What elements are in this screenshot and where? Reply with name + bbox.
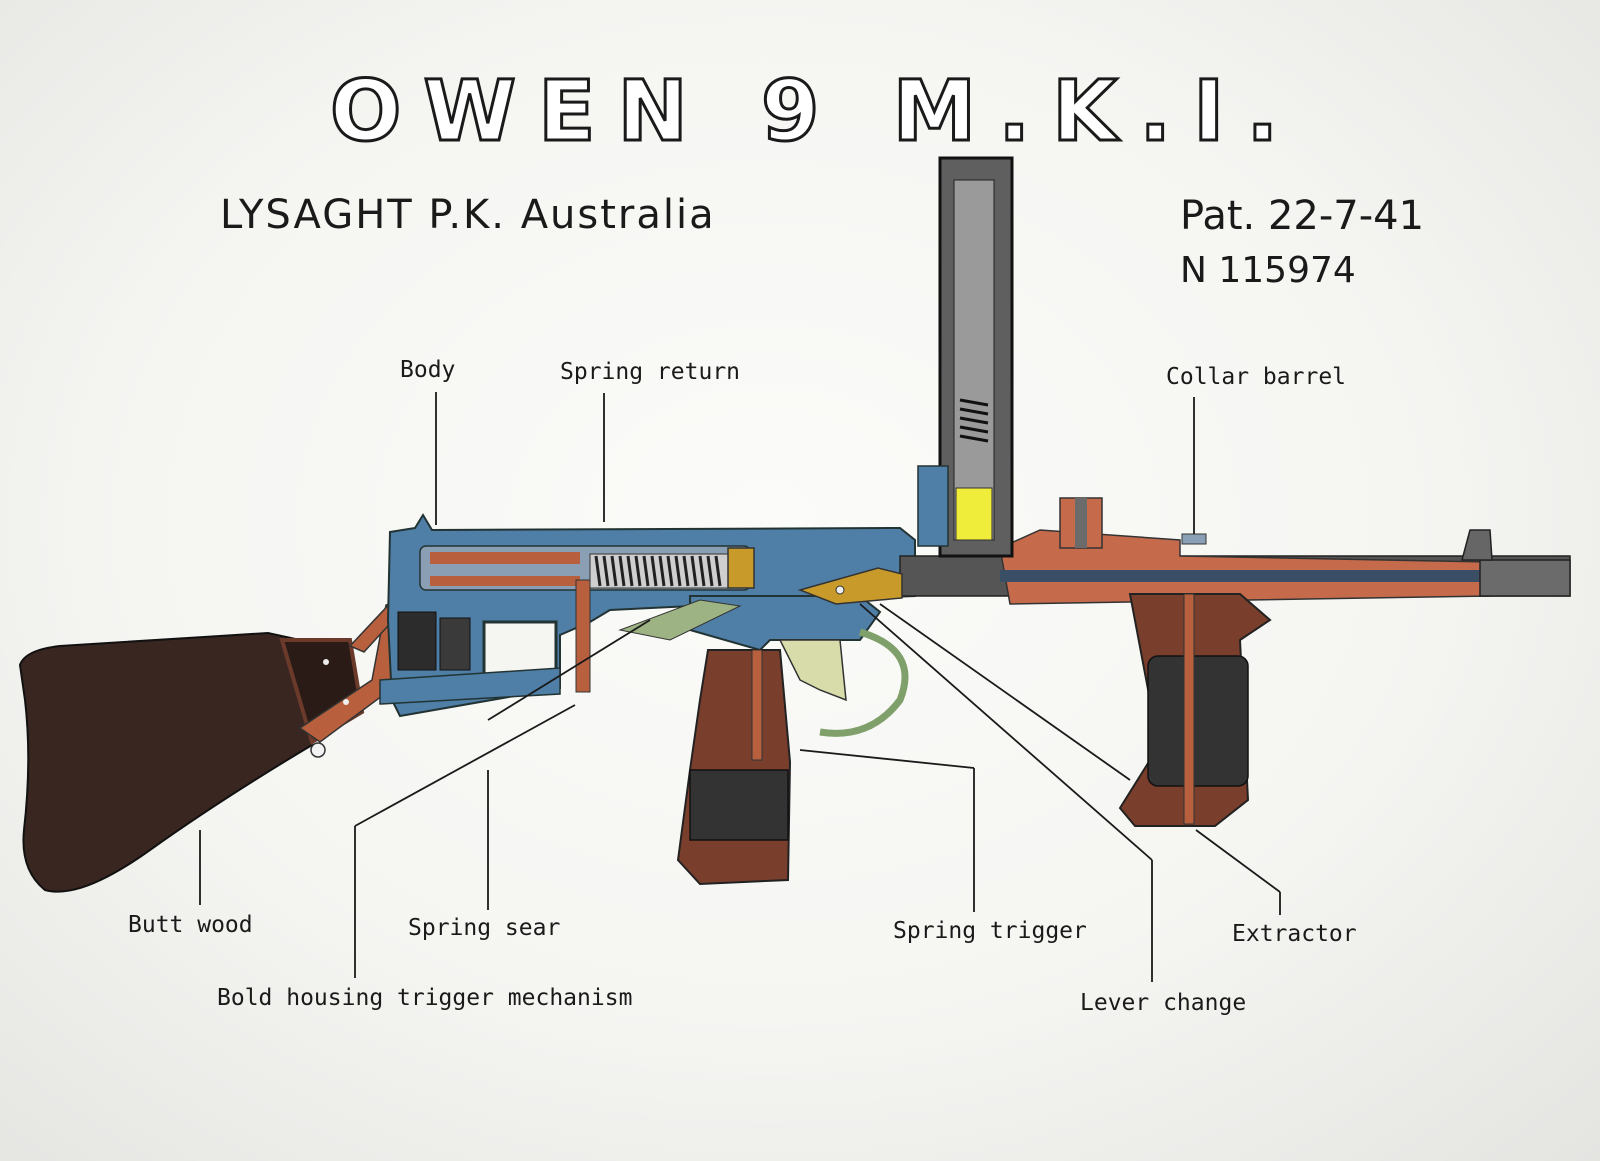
fore-grip-bolt xyxy=(1183,593,1195,825)
spring-coil xyxy=(698,555,706,587)
label-spring-return: Spring return xyxy=(560,359,741,385)
front-sight xyxy=(1461,529,1493,561)
spring-coil xyxy=(682,555,690,587)
leader-spring-trigger-h xyxy=(799,749,975,769)
spring-coil xyxy=(642,555,650,587)
spring-coil xyxy=(650,555,658,587)
label-collar-barrel: Collar barrel xyxy=(1166,364,1347,390)
trigger-guard xyxy=(819,628,909,737)
label-spring-trigger: Spring trigger xyxy=(893,918,1087,944)
bolt-block-lower xyxy=(439,617,471,671)
spring-coil xyxy=(610,555,618,587)
leader-extractor-diag xyxy=(1195,829,1281,893)
spring-coil xyxy=(594,555,602,587)
pistol-grip-band xyxy=(689,769,789,841)
label-lever-change: Lever change xyxy=(1080,990,1247,1016)
bolt-rust-band xyxy=(430,576,580,586)
spring-coil xyxy=(658,555,666,587)
magazine-well xyxy=(917,465,949,547)
spring-coil xyxy=(690,555,698,587)
lever-change-plate xyxy=(797,567,903,605)
collar-barrel-slot xyxy=(1075,498,1087,548)
magazine-spring xyxy=(959,398,989,443)
bolt-rust-band xyxy=(430,552,580,564)
barrel-bore xyxy=(1000,570,1570,582)
label-bold-housing: Bold housing trigger mechanism xyxy=(217,985,633,1011)
label-extractor: Extractor xyxy=(1232,921,1357,947)
bolt-face xyxy=(727,547,755,589)
stock-screw xyxy=(323,659,329,665)
spring-coil xyxy=(706,555,714,587)
cartridge-stack xyxy=(955,487,993,541)
spring-coil xyxy=(674,555,682,587)
spring-coil xyxy=(666,555,674,587)
magazine-spring-coil xyxy=(959,425,989,434)
lever-pin xyxy=(835,585,845,595)
stock-screw xyxy=(343,699,349,705)
recoil-spring-coils xyxy=(594,555,722,587)
trigger-blade xyxy=(778,639,847,702)
magazine-spring-coil xyxy=(959,416,989,425)
maker-label: LYSAGHT P.K. Australia xyxy=(220,192,716,238)
diagram-title: OWEN 9 M.K.I. xyxy=(328,61,1301,162)
patent-date: Pat. 22-7-41 xyxy=(1180,193,1425,239)
magazine-spring-coil xyxy=(959,434,989,443)
label-body: Body xyxy=(400,357,456,383)
magazine-spring-coil xyxy=(959,398,989,407)
magazine-spring-coil xyxy=(959,407,989,416)
spring-coil xyxy=(634,555,642,587)
leader-spring-sear-diag xyxy=(487,619,651,721)
spring-coil xyxy=(618,555,626,587)
spring-coil xyxy=(714,555,722,587)
pistol-grip xyxy=(676,649,792,886)
stock-pivot xyxy=(310,742,326,758)
leader-bold-housing-diag xyxy=(354,704,576,827)
collar-barrel-nut xyxy=(1181,533,1207,545)
butt-wood-shape xyxy=(18,631,314,893)
leader-lever-change-diag xyxy=(859,603,1153,861)
sear-bar xyxy=(575,579,591,693)
magazine-inner xyxy=(953,179,995,541)
leader-extractor-long xyxy=(879,603,1131,781)
spring-coil xyxy=(626,555,634,587)
fore-grip-band xyxy=(1147,655,1249,787)
leader-lines xyxy=(199,392,1281,982)
spring-coil xyxy=(602,555,610,587)
barrel-tip xyxy=(1479,559,1571,597)
bolt-block xyxy=(397,611,437,671)
pistol-grip-bolt xyxy=(751,649,763,761)
label-butt-wood: Butt wood xyxy=(128,912,253,938)
sear-link xyxy=(618,599,742,641)
patent-number: N 115974 xyxy=(1180,250,1356,291)
bottom-rail xyxy=(379,667,561,705)
label-spring-sear: Spring sear xyxy=(408,915,561,941)
